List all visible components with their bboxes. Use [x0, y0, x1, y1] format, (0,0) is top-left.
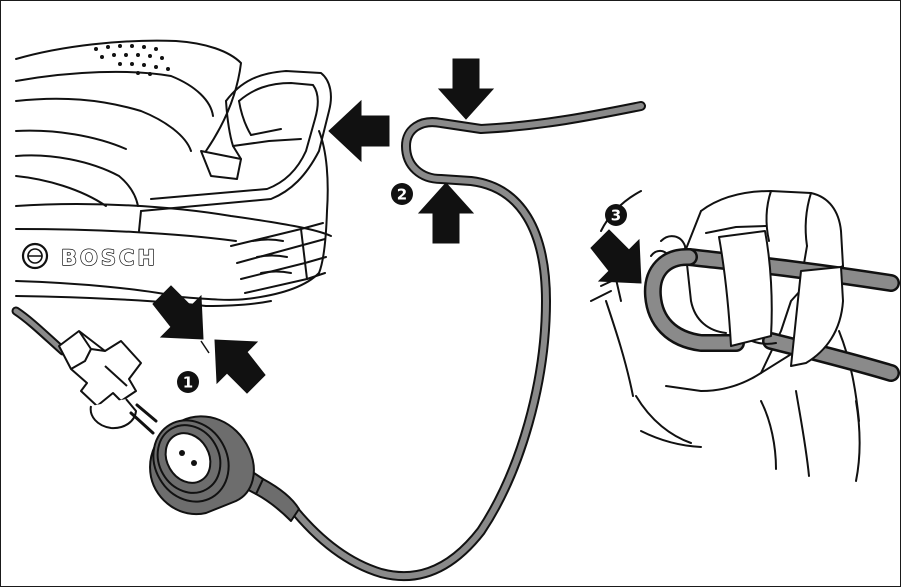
power-plug-icon [11, 306, 158, 435]
brand-label: BOSCH [61, 246, 158, 270]
top-vent-dots [94, 44, 170, 76]
step-badge-1: 1 [177, 371, 199, 393]
contact-marker [200, 340, 210, 354]
carry-handle [138, 70, 332, 232]
routed-cable [643, 248, 900, 382]
arrow-down-right-3 [590, 229, 642, 284]
arrow-down-top [437, 58, 495, 120]
step-number-3: 3 [611, 207, 621, 225]
arrow-up-left-1 [214, 339, 266, 394]
direction-arrows [152, 58, 642, 394]
step-number-1: 1 [183, 374, 193, 392]
step-badge-3: 3 [605, 204, 627, 226]
brand-logo [21, 242, 49, 270]
power-socket-icon [149, 415, 300, 522]
mower-body: BOSCH [15, 39, 332, 307]
extension-cable [286, 101, 646, 582]
arrow-down-right-1 [152, 285, 204, 340]
bracket-front [718, 230, 844, 367]
side-grille [230, 130, 329, 294]
arrow-left-mid [328, 99, 390, 163]
step-number-2: 2 [397, 186, 407, 204]
step-badge-2: 2 [391, 183, 413, 205]
arrow-up-bottom [417, 182, 475, 244]
